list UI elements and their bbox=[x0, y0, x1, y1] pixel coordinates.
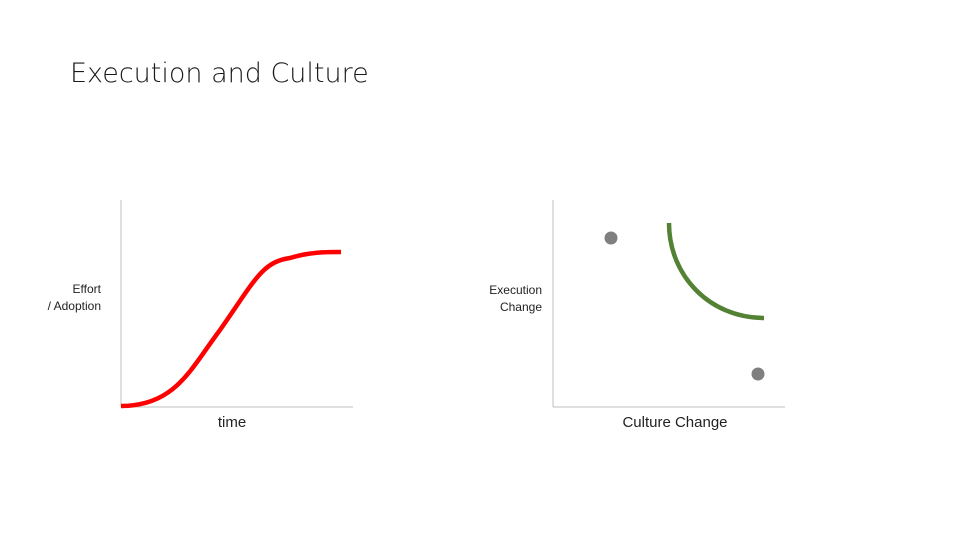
slide-title: Execution and Culture bbox=[70, 58, 369, 89]
right-y-axis-label: Execution Change bbox=[462, 282, 542, 316]
right-y-axis-label-line2: Change bbox=[499, 300, 542, 314]
left-x-axis-label: time bbox=[217, 414, 247, 431]
left-y-axis-label-line2: / Adoption bbox=[47, 299, 101, 313]
right-arc-curve bbox=[666, 222, 765, 321]
right-point-top-left bbox=[604, 231, 618, 245]
left-s-curve bbox=[120, 249, 342, 409]
right-point-bottom-right bbox=[751, 367, 765, 381]
left-y-axis-label: Effort / Adoption bbox=[20, 281, 101, 315]
right-y-axis-label-line1: Execution bbox=[489, 283, 542, 297]
left-y-axis-label-line1: Effort bbox=[72, 282, 101, 296]
right-x-axis-label: Culture Change bbox=[622, 414, 728, 431]
left-axes bbox=[120, 200, 353, 408]
right-axes bbox=[552, 200, 785, 408]
